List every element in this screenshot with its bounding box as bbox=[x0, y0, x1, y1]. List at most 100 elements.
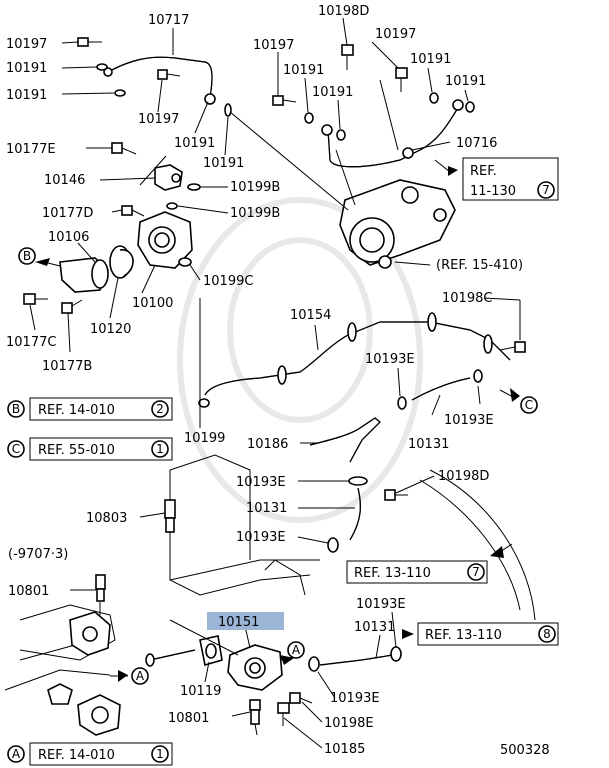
oring-10199c[interactable] bbox=[178, 257, 192, 267]
label-10197-a: 10197 bbox=[6, 37, 47, 52]
svg-text:1: 1 bbox=[156, 442, 164, 456]
label-10199b-a: 10199B bbox=[230, 180, 280, 195]
svg-text:REF. 55-010: REF. 55-010 bbox=[38, 443, 115, 458]
label-10177c: 10177C bbox=[6, 335, 56, 350]
hose-10131-c[interactable] bbox=[319, 654, 393, 666]
pipe-10186[interactable] bbox=[309, 417, 381, 463]
bolt-10198c[interactable] bbox=[499, 341, 526, 353]
marker-a-center: A bbox=[280, 641, 305, 665]
leaders-top-left bbox=[61, 28, 229, 156]
label-diagram-id: 500328 bbox=[500, 743, 550, 758]
sensor-10803[interactable] bbox=[164, 499, 176, 542]
label-10191-g: 10191 bbox=[410, 52, 451, 67]
clamp-10193e-e[interactable] bbox=[390, 646, 402, 662]
ref-14-010-a[interactable]: A REF. 14-010 1 bbox=[7, 742, 173, 766]
watermark bbox=[177, 197, 423, 523]
inlet-10106[interactable] bbox=[59, 257, 109, 293]
label-10193e-d: 10193E bbox=[236, 530, 286, 545]
water-outlet-10151[interactable] bbox=[227, 644, 301, 691]
part-labels: 10717 10198D 10197 10191 10191 10197 101… bbox=[6, 4, 550, 758]
label-10186: 10186 bbox=[247, 437, 288, 452]
oring-10199[interactable] bbox=[198, 398, 210, 408]
label-10198d: 10198D bbox=[438, 469, 489, 484]
label-10197-b: 10197 bbox=[138, 112, 179, 127]
label-10177d: 10177D bbox=[42, 206, 93, 221]
marker-c-right: C bbox=[499, 388, 538, 414]
bolt-10198d[interactable] bbox=[384, 489, 408, 501]
svg-text:A: A bbox=[292, 643, 301, 657]
bolt-10197-d[interactable] bbox=[395, 67, 408, 92]
svg-text:2: 2 bbox=[156, 402, 164, 416]
label-10193e-e: 10193E bbox=[356, 597, 406, 612]
washer-10191-c[interactable] bbox=[224, 103, 232, 117]
fitting-10146[interactable] bbox=[154, 164, 183, 191]
label-10191-f: 10191 bbox=[312, 85, 353, 100]
label-10199b-b: 10199B bbox=[230, 206, 280, 221]
bolt-10177c[interactable] bbox=[23, 293, 48, 305]
washer-10191-g[interactable] bbox=[465, 101, 475, 113]
leaders-middle bbox=[199, 297, 521, 444]
washer-10191-d[interactable] bbox=[304, 112, 314, 124]
oring-10199b-a[interactable] bbox=[187, 183, 201, 191]
pipe-stub bbox=[145, 649, 196, 667]
label-10801-b: 10801 bbox=[168, 711, 209, 726]
bolt-10185[interactable] bbox=[277, 702, 290, 726]
label-10191-h: 10191 bbox=[445, 74, 486, 89]
ref-14-010-b[interactable]: B REF. 14-010 2 bbox=[7, 397, 173, 421]
svg-text:7: 7 bbox=[542, 183, 550, 197]
label-10131-b: 10131 bbox=[246, 501, 287, 516]
clamp-10193e-a[interactable] bbox=[397, 396, 407, 410]
engine-outline bbox=[169, 454, 536, 621]
label-10716: 10716 bbox=[456, 136, 497, 151]
hose-10131-b[interactable] bbox=[349, 487, 361, 541]
svg-text:REF. 14-010: REF. 14-010 bbox=[38, 748, 115, 763]
bolt-10177d[interactable] bbox=[121, 205, 145, 217]
leaders-mid-left bbox=[29, 147, 229, 353]
label-10197-d: 10197 bbox=[375, 27, 416, 42]
hose-10131-a[interactable] bbox=[411, 377, 471, 401]
svg-text:A: A bbox=[136, 669, 145, 683]
clamp-10193e-b[interactable] bbox=[473, 369, 483, 383]
washer-10191-b[interactable] bbox=[114, 89, 126, 97]
thermostat-housing-10100[interactable] bbox=[137, 211, 193, 269]
marker-b-top: B bbox=[18, 247, 61, 267]
ref-55-010-c[interactable]: C REF. 55-010 1 bbox=[7, 437, 173, 461]
washer-10191-a[interactable] bbox=[96, 63, 108, 71]
svg-text:11-130: 11-130 bbox=[470, 184, 516, 199]
oring-10199b-b[interactable] bbox=[166, 202, 178, 210]
pipe-10716[interactable] bbox=[321, 99, 464, 168]
pipe-10717[interactable] bbox=[103, 56, 216, 105]
label-10154: 10154 bbox=[290, 308, 331, 323]
svg-text:8: 8 bbox=[543, 627, 551, 641]
bolt-10197-c[interactable] bbox=[272, 95, 297, 106]
svg-text:REF. 13-110: REF. 13-110 bbox=[354, 566, 431, 581]
pipe-10154[interactable] bbox=[204, 312, 511, 396]
clamp-10193e-d[interactable] bbox=[327, 537, 339, 553]
svg-text:1: 1 bbox=[156, 747, 164, 761]
label-10198e: 10198E bbox=[324, 716, 374, 731]
ref-11-130[interactable]: REF. 11-130 7 bbox=[434, 157, 559, 201]
gasket-10119[interactable] bbox=[199, 635, 223, 667]
label-10151: 10151 bbox=[218, 615, 259, 630]
bolt-10198e[interactable] bbox=[289, 692, 313, 704]
bolt-10197-b[interactable] bbox=[157, 69, 181, 80]
ref-13-110-8[interactable]: REF. 13-110 8 bbox=[402, 622, 559, 646]
label-10151-highlight bbox=[207, 612, 284, 630]
ref-13-110-7[interactable]: REF. 13-110 7 bbox=[346, 543, 513, 584]
sensor-10801-b[interactable] bbox=[249, 699, 261, 736]
bolt-10197-a[interactable] bbox=[77, 37, 102, 47]
svg-text:REF.: REF. bbox=[470, 164, 497, 179]
clamp-10193e-c[interactable] bbox=[348, 476, 368, 486]
bolt-10177b[interactable] bbox=[61, 299, 83, 314]
label-10100: 10100 bbox=[132, 296, 173, 311]
clamp-10193e-f[interactable] bbox=[308, 656, 320, 672]
bolt-10177e[interactable] bbox=[111, 142, 137, 155]
water-pump bbox=[339, 179, 456, 269]
bolt-10198d-top[interactable] bbox=[341, 44, 354, 70]
label-10193e-f: 10193E bbox=[330, 691, 380, 706]
washer-10191-f[interactable] bbox=[429, 92, 439, 104]
sensor-10801-a[interactable] bbox=[95, 574, 106, 602]
thermostat-10120[interactable] bbox=[109, 245, 134, 279]
ref-15-410[interactable]: (REF. 15-410) bbox=[436, 258, 523, 273]
washer-10191-e[interactable] bbox=[336, 129, 346, 141]
